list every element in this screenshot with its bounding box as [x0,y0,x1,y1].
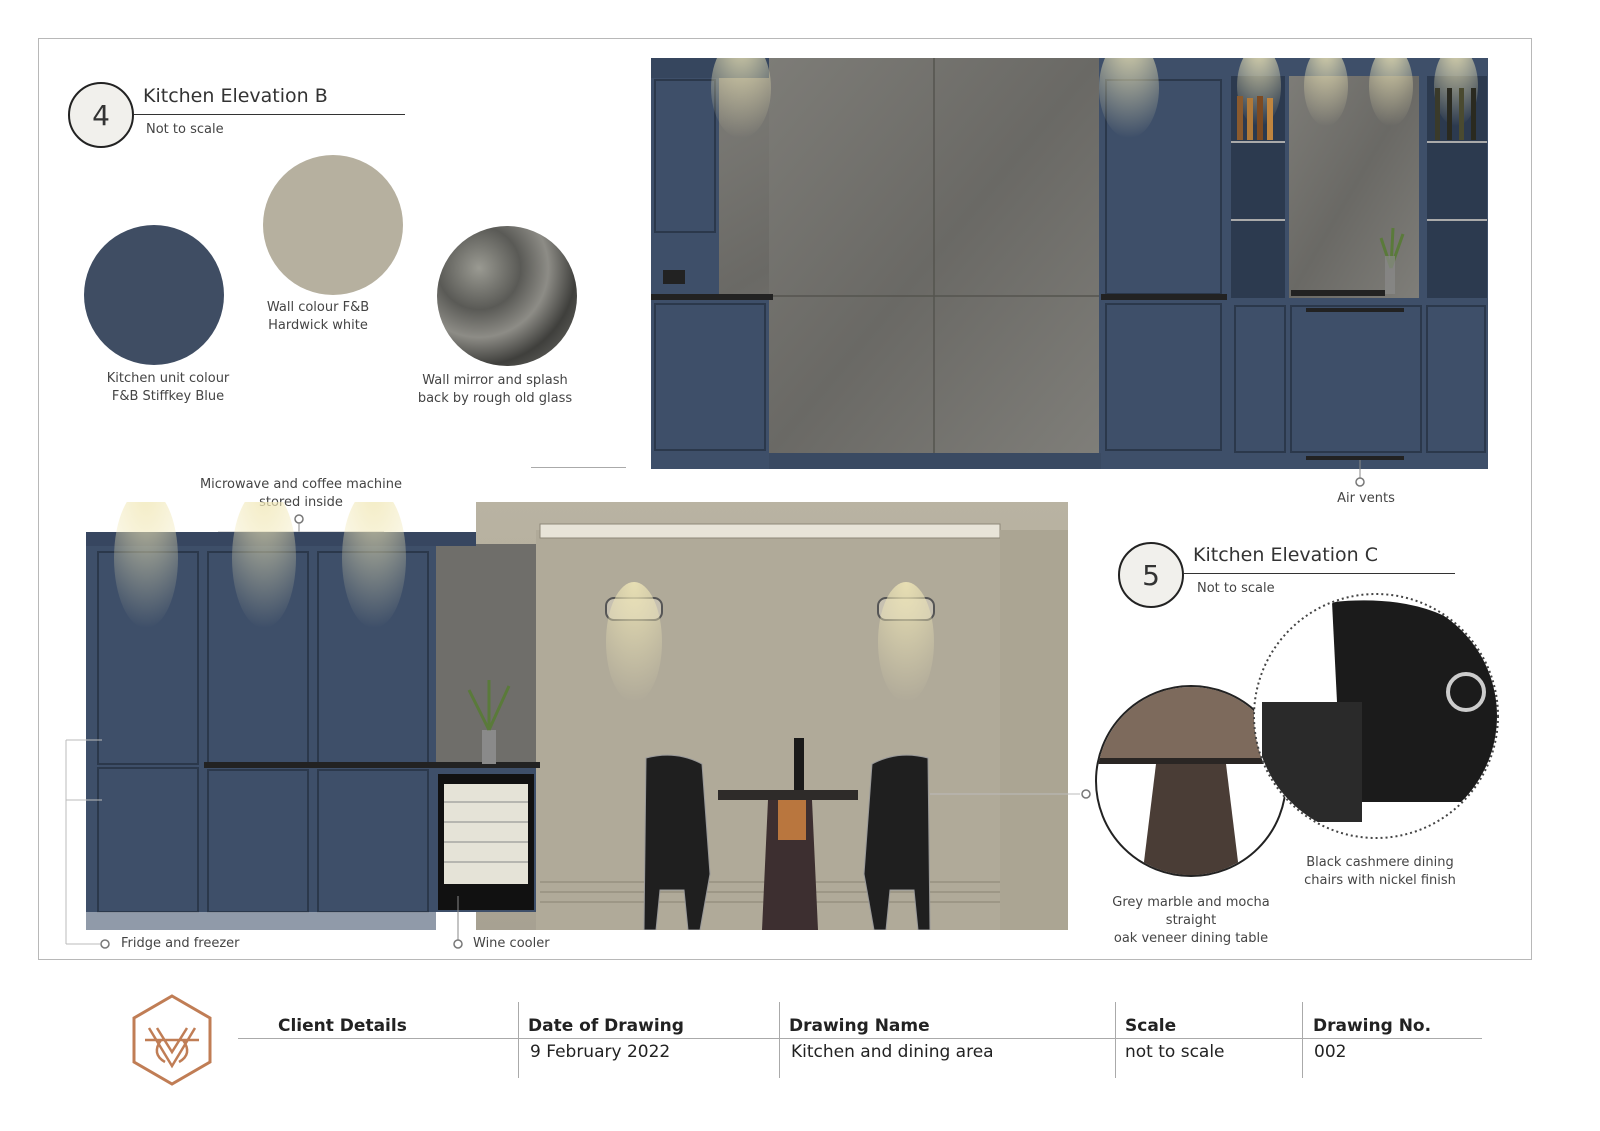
client-details-label: Client Details [278,1016,407,1036]
drawing-frame [38,38,1532,960]
date-of-drawing-label: Date of Drawing [528,1016,684,1036]
wine-cooler-label: Wine cooler [473,936,550,951]
kitchen-unit-colour-swatch [84,225,224,365]
elevation-c-number: 5 [1142,558,1160,592]
fridge-label: Fridge and freezer [121,936,240,951]
elevation-c-subtitle: Not to scale [1197,581,1275,596]
table-detail-image [1095,685,1287,877]
chair-detail-image [1253,593,1499,839]
wine-cooler-leader [453,896,463,949]
chair-caption: Black cashmere dining chairs with nickel… [1304,855,1456,888]
elevation-b-rule [134,114,405,115]
elevation-c-title: Kitchen Elevation C [1193,544,1379,566]
elevation-b-subtitle: Not to scale [146,122,224,137]
wall-colour-swatch [263,155,403,295]
divider-line [531,467,626,468]
elevation-b-drawing [651,58,1488,469]
date-of-drawing-value: 9 February 2022 [530,1042,671,1062]
title-block-divider [1115,1002,1116,1078]
title-block-rule [238,1038,1482,1039]
air-vents-label: Air vents [1337,491,1395,506]
drawing-name-label: Drawing Name [789,1016,930,1036]
wall-mirror-swatch [437,226,577,366]
elevation-c-badge: 5 [1118,542,1184,608]
wall-mirror-caption: Wall mirror and splash back by rough old… [417,373,573,406]
drawing-number-value: 002 [1314,1042,1347,1062]
table-caption: Grey marble and mocha straight oak venee… [1112,895,1270,946]
air-vents-leader [1355,460,1365,487]
scale-label: Scale [1125,1016,1177,1036]
wall-colour-caption: Wall colour F&B Hardwick white [266,300,370,333]
table-leader [930,789,1091,799]
drawing-number-label: Drawing No. [1313,1016,1432,1036]
elevation-b-title: Kitchen Elevation B [143,85,328,107]
fridge-leader [65,739,110,949]
kitchen-unit-colour-caption: Kitchen unit colour F&B Stiffkey Blue [106,371,230,404]
elevation-b-number: 4 [92,98,110,132]
scale-value: not to scale [1125,1042,1225,1062]
title-block-divider [1302,1002,1303,1078]
elevation-c-rule [1184,573,1455,574]
drawing-name-value: Kitchen and dining area [791,1042,994,1062]
elevation-b-badge: 4 [68,82,134,148]
title-block-divider [518,1002,519,1078]
elevation-c-drawing [86,502,1068,930]
title-block-divider [779,1002,780,1078]
studio-logo [132,994,212,1086]
